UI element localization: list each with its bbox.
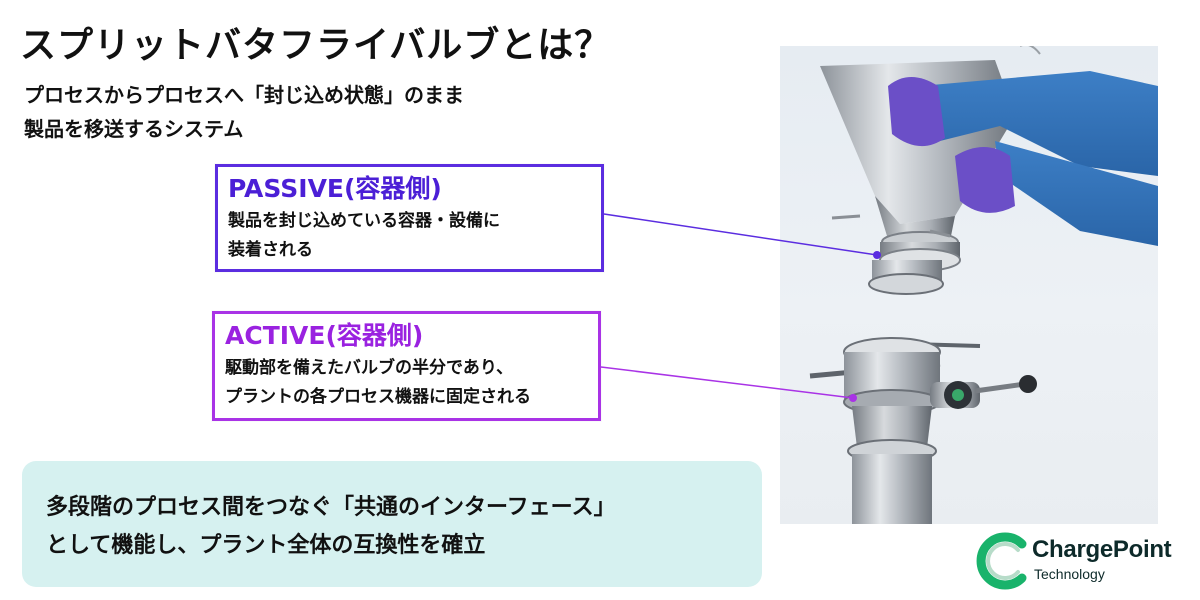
chargepoint-logo-icon xyxy=(976,532,1027,590)
summary-box: 多段階のプロセス間をつなぐ「共通のインターフェース」 として機能し、プラント全体… xyxy=(22,461,762,587)
valve-photo xyxy=(780,46,1158,524)
logo-subtitle: Technology xyxy=(1034,566,1105,582)
passive-callout: PASSIVE(容器側) 製品を封じ込めている容器・設備に 装着される xyxy=(215,164,604,272)
active-valve xyxy=(809,337,1037,524)
passive-heading: PASSIVE(容器側) xyxy=(228,174,442,203)
chargepoint-logo: ChargePoint Technology xyxy=(972,530,1192,592)
operator-arms xyxy=(888,46,1158,246)
subtitle-line-2: 製品を移送するシステム xyxy=(24,117,244,141)
active-line-1: 駆動部を備えたバルブの半分であり、 xyxy=(225,358,514,378)
subtitle: プロセスからプロセスへ「封じ込め状態」のまま 製品を移送するシステム xyxy=(24,78,464,146)
valve-illustration xyxy=(809,46,1158,524)
active-line-2: プラントの各プロセス機器に固定される xyxy=(225,387,531,407)
page-title: スプリットバタフライバルブとは？ xyxy=(20,25,612,66)
active-description: 駆動部を備えたバルブの半分であり、 プラントの各プロセス機器に固定される xyxy=(225,354,588,412)
summary-line-2: として機能し、プラント全体の互換性を確立 xyxy=(46,533,486,558)
active-callout: ACTIVE(容器側) 駆動部を備えたバルブの半分であり、 プラントの各プロセス… xyxy=(212,311,601,421)
passive-line-1: 製品を封じ込めている容器・設備に xyxy=(228,211,500,231)
passive-line-2: 装着される xyxy=(228,240,313,260)
subtitle-line-1: プロセスからプロセスへ「封じ込め状態」のまま xyxy=(24,83,464,107)
active-heading: ACTIVE(容器側) xyxy=(225,321,424,350)
logo-name: ChargePoint xyxy=(1032,536,1172,563)
passive-description: 製品を封じ込めている容器・設備に 装着される xyxy=(228,207,591,265)
summary-line-1: 多段階のプロセス間をつなぐ「共通のインターフェース」 xyxy=(46,495,616,520)
